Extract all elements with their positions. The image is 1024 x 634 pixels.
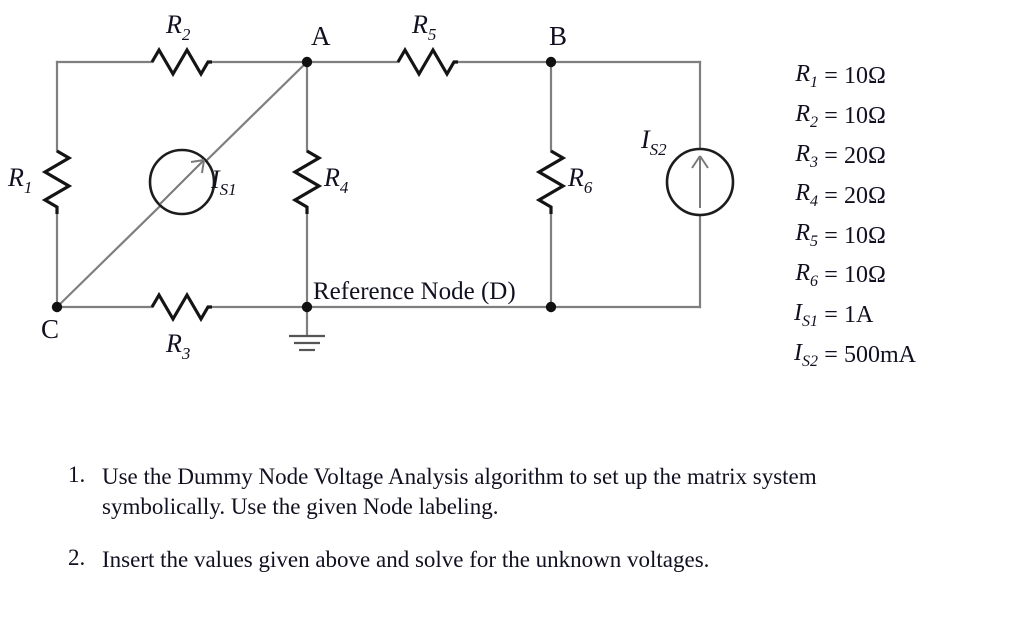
value-equals: =	[824, 222, 838, 249]
value-equals: =	[824, 142, 838, 169]
resistor-R1-symbol	[41, 149, 73, 214]
is2-arrow-head	[691, 155, 709, 169]
value-equals: =	[824, 182, 838, 209]
table-row: R5 = 10Ω	[760, 221, 916, 261]
label-R6: R6	[567, 163, 593, 197]
question-text: Use the Dummy Node Voltage Analysis algo…	[102, 464, 817, 520]
label-IS2: IS2	[640, 125, 667, 159]
value-equals: =	[824, 302, 838, 329]
values-table-element: R1 = 10Ω R2 = 10Ω R3 = 20Ω R4 = 20Ω	[760, 62, 916, 380]
value-amount: 10Ω	[844, 222, 886, 249]
resistor-R3-symbol	[150, 291, 212, 323]
table-row: IS1 = 1A	[760, 301, 916, 341]
value-symbol: R5	[795, 220, 818, 250]
question-number: 1.	[68, 462, 86, 487]
table-row: R6 = 10Ω	[760, 261, 916, 301]
table-row: R1 = 10Ω	[760, 62, 916, 102]
label-R3: R3	[165, 329, 190, 363]
resistor-R5-symbol	[396, 46, 458, 78]
resistor-R6-symbol	[535, 149, 567, 214]
node-label-B: B	[549, 21, 567, 51]
label-IS1: IS1	[210, 165, 237, 199]
value-symbol: R1	[795, 61, 818, 91]
label-R2: R2	[165, 10, 191, 44]
value-amount: 500mA	[844, 341, 916, 368]
node-dot-B	[545, 56, 557, 68]
node-dot-D	[301, 301, 313, 313]
label-R4: R4	[323, 163, 349, 197]
component-values-table: R1 = 10Ω R2 = 10Ω R3 = 20Ω R4 = 20Ω	[760, 62, 1010, 380]
circuit-svg: R2 R5 R3 R1 R4 R6 IS1	[7, 10, 735, 363]
question-text: Insert the values given above and solve …	[102, 546, 710, 572]
value-symbol: R4	[795, 180, 818, 211]
node-dot-A	[301, 56, 313, 68]
value-equals: =	[824, 103, 838, 130]
questions-list: 1. Use the Dummy Node Voltage Analysis a…	[68, 462, 948, 597]
node-label-D: Reference Node (D)	[313, 278, 516, 305]
node-dot-C	[51, 301, 63, 313]
value-amount: 10Ω	[844, 262, 886, 289]
value-equals: =	[824, 341, 838, 368]
resistor-R4-symbol	[291, 149, 323, 214]
value-symbol: IS2	[794, 339, 818, 370]
table-row: R3 = 20Ω	[760, 142, 916, 182]
label-R5: R5	[411, 10, 436, 44]
question-number: 2.	[68, 544, 86, 570]
list-item: 1. Use the Dummy Node Voltage Analysis a…	[68, 462, 948, 523]
value-equals: =	[824, 262, 838, 289]
list-item: 2. Insert the values given above and sol…	[68, 545, 948, 575]
node-label-A: A	[311, 21, 331, 51]
resistor-R2-symbol	[150, 46, 212, 78]
value-symbol: R3	[795, 140, 818, 171]
value-symbol: R6	[795, 259, 818, 290]
value-amount: 10Ω	[844, 63, 886, 90]
value-amount: 1A	[844, 302, 874, 329]
is1-arrow-shaft	[159, 159, 205, 205]
value-symbol: IS1	[794, 299, 818, 330]
value-equals: =	[824, 63, 838, 90]
value-amount: 20Ω	[844, 182, 886, 209]
table-row: IS2 = 500mA	[760, 341, 916, 381]
value-symbol: R2	[795, 100, 818, 131]
is1-arrow-head	[190, 159, 205, 174]
table-row: R4 = 20Ω	[760, 181, 916, 221]
table-row: R2 = 10Ω	[760, 102, 916, 142]
value-amount: 10Ω	[844, 103, 886, 130]
circuit-diagram: R2 R5 R3 R1 R4 R6 IS1	[0, 0, 740, 400]
node-label-C: C	[41, 314, 59, 344]
label-R1: R1	[7, 163, 32, 197]
node-dot-bottom-right	[545, 301, 557, 313]
value-amount: 20Ω	[844, 142, 886, 169]
